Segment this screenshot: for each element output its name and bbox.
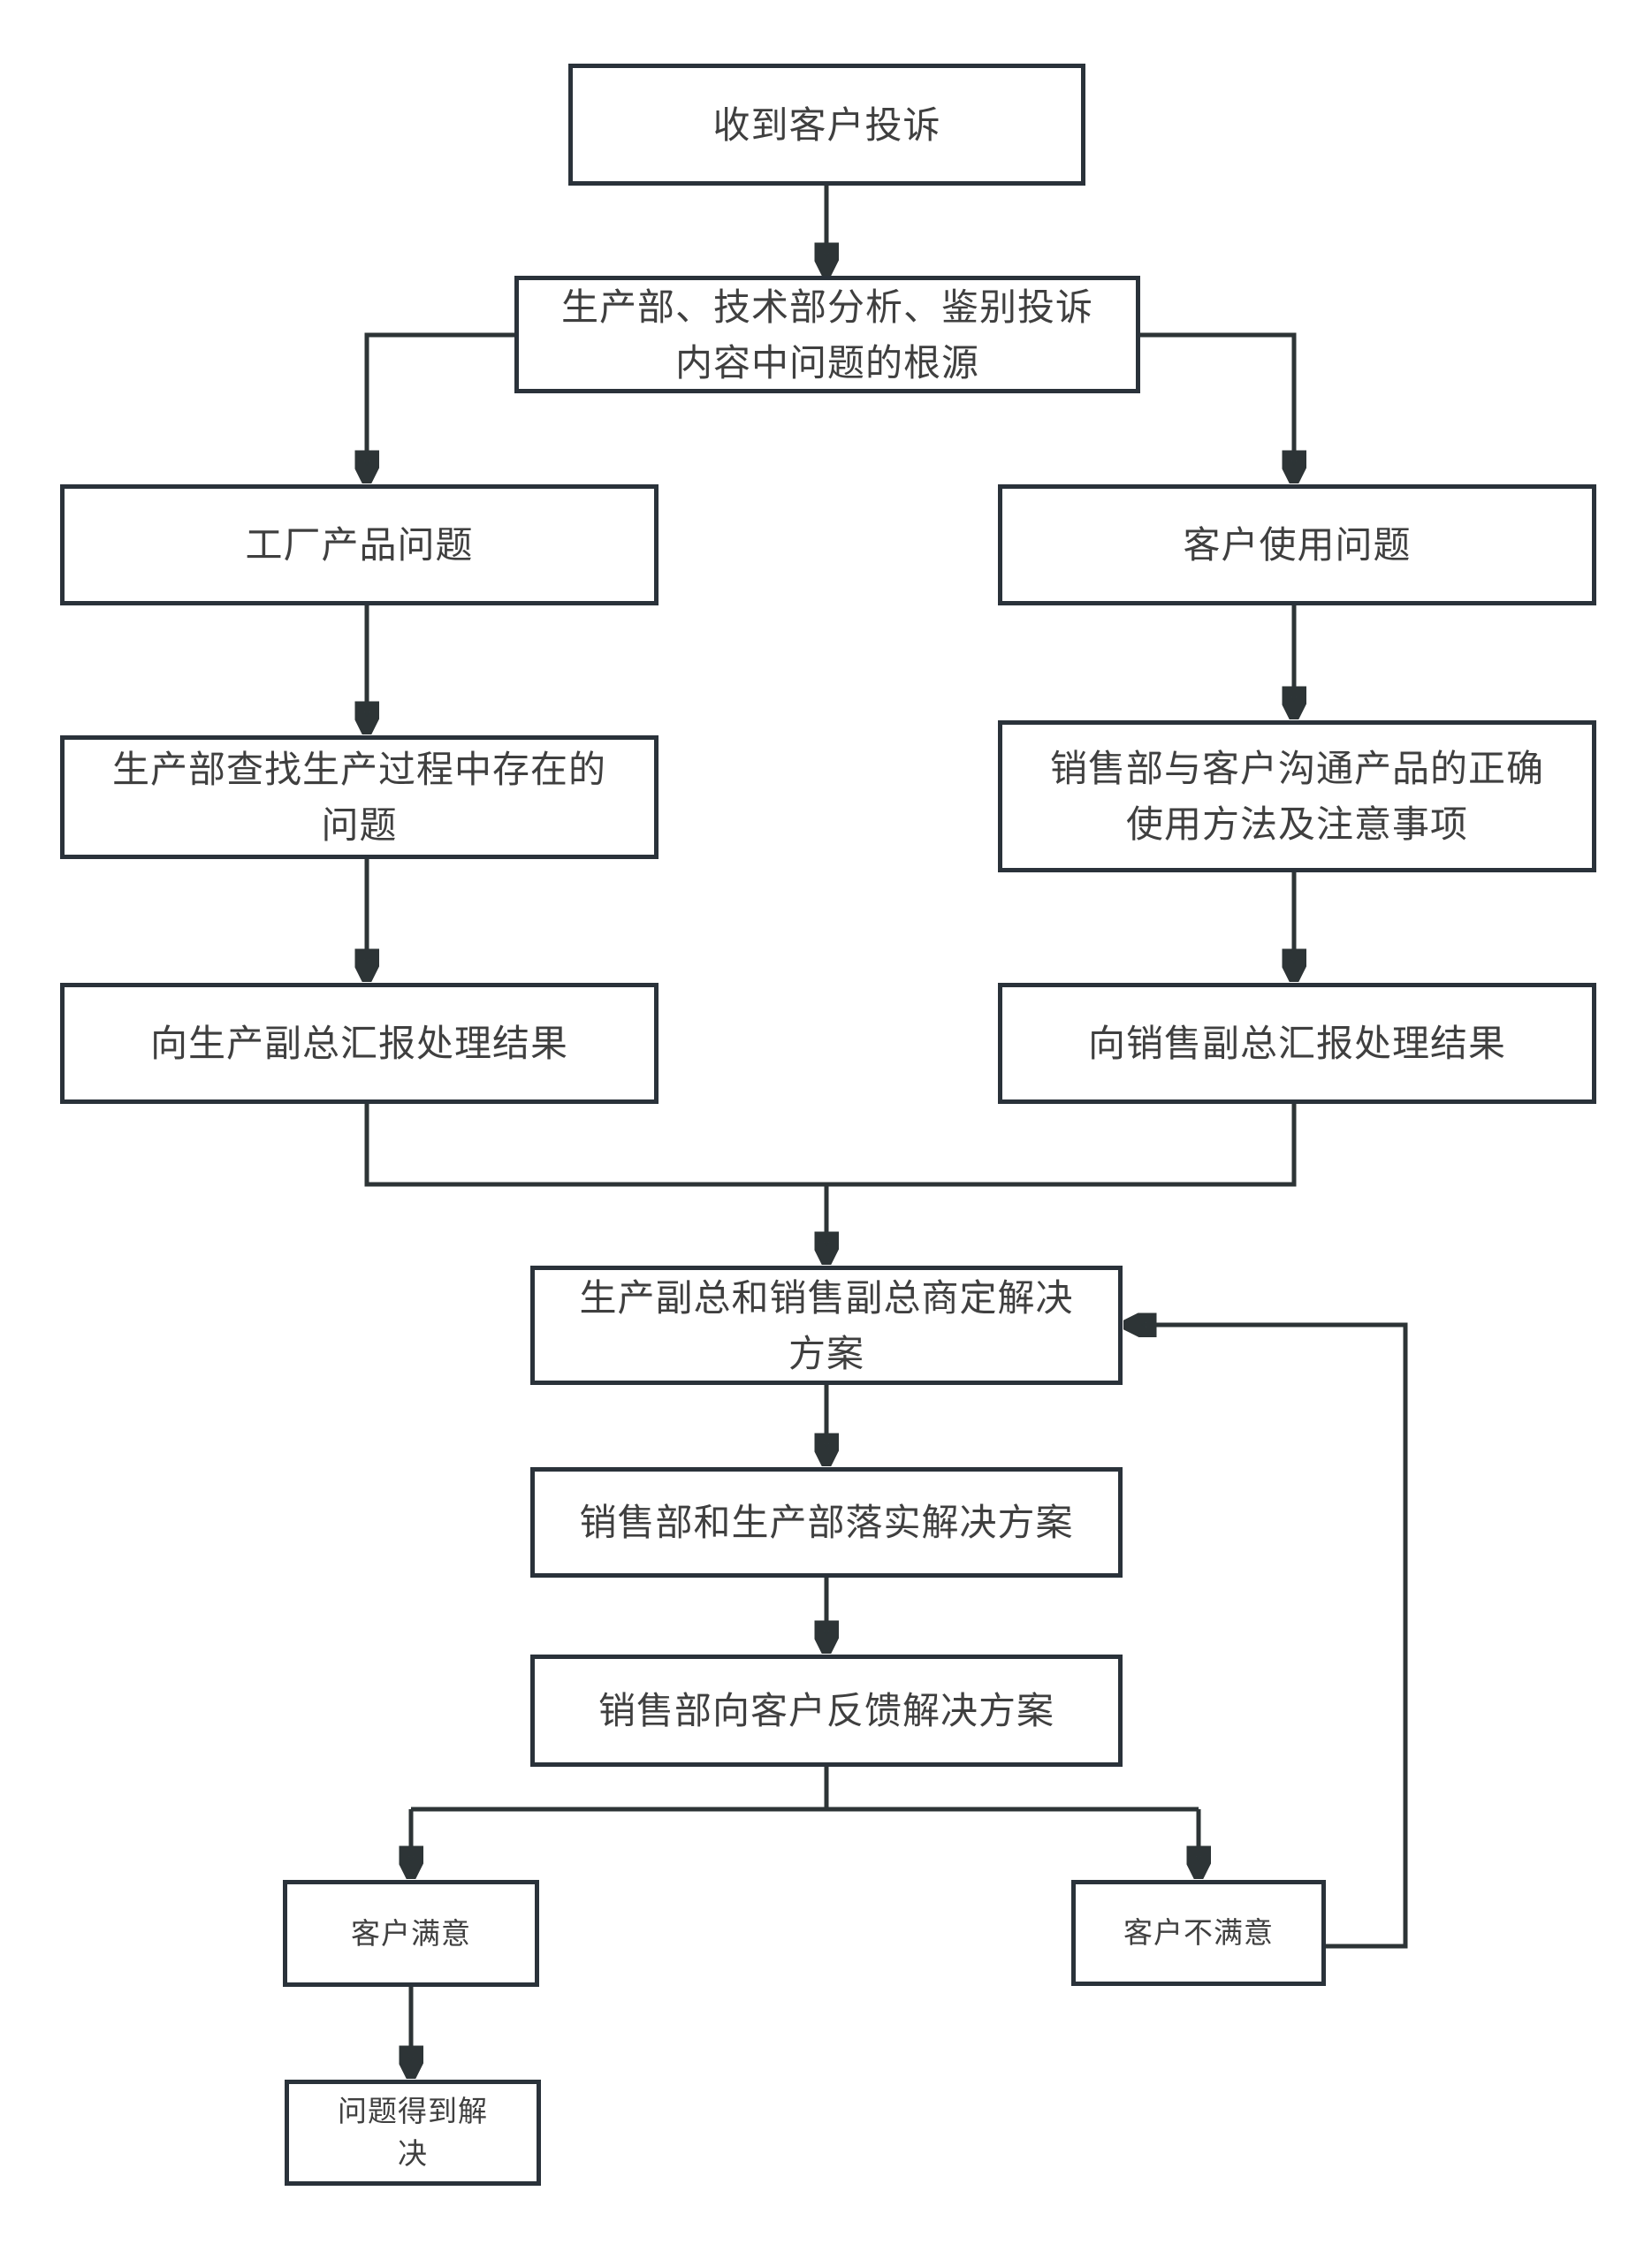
flow-node-communicate: 销售部与客户沟通产品的正确 使用方法及注意事项 <box>998 720 1596 872</box>
flow-node-satisfied-label: 客户满意 <box>351 1916 471 1950</box>
flow-node-communicate-label: 销售部与客户沟通产品的正确 使用方法及注意事项 <box>1049 748 1544 845</box>
flow-node-satisfied: 客户满意 <box>283 1880 539 1987</box>
flow-node-solved: 问题得到解 决 <box>285 2080 541 2186</box>
flow-node-report-prod: 向生产副总汇报处理结果 <box>60 983 659 1104</box>
flow-node-analyze: 生产部、技术部分析、鉴别投诉 内容中问题的根源 <box>514 276 1140 393</box>
flow-node-unsatisfied-label: 客户不满意 <box>1123 1916 1274 1950</box>
flow-node-solved-label: 问题得到解 决 <box>338 2095 488 2170</box>
flow-node-factory-issue-label: 工厂产品问题 <box>245 524 474 566</box>
flow-node-analyze-label: 生产部、技术部分析、鉴别投诉 内容中问题的根源 <box>560 285 1093 384</box>
flow-node-feedback: 销售部向客户反馈解决方案 <box>530 1655 1123 1767</box>
flow-node-decide-label: 生产副总和销售副总商定解决 方案 <box>579 1276 1074 1374</box>
edge-analyze-to-usage-issue <box>1140 332 1294 476</box>
flow-node-find-problem-label: 生产部查找生产过程中存在的 问题 <box>111 749 606 846</box>
flow-node-implement: 销售部和生产部落实解决方案 <box>530 1467 1123 1578</box>
flow-node-unsatisfied: 客户不满意 <box>1071 1880 1326 1986</box>
flow-node-implement-label: 销售部和生产部落实解决方案 <box>579 1502 1074 1543</box>
flow-node-feedback-label: 销售部向客户反馈解决方案 <box>598 1690 1054 1731</box>
edge-reports-merge <box>364 1104 1297 1187</box>
flow-node-usage-issue-label: 客户使用问题 <box>1183 524 1412 566</box>
flow-node-report-prod-label: 向生产副总汇报处理结果 <box>149 1023 568 1064</box>
flow-node-find-problem: 生产部查找生产过程中存在的 问题 <box>60 735 659 859</box>
edge-feedback-branch-rail <box>411 1767 1199 1812</box>
flow-node-factory-issue: 工厂产品问题 <box>60 484 659 605</box>
flow-node-usage-issue: 客户使用问题 <box>998 484 1596 605</box>
flow-node-report-sales: 向销售副总汇报处理结果 <box>998 983 1596 1104</box>
flow-node-receive: 收到客户投诉 <box>568 64 1085 186</box>
flow-node-report-sales-label: 向销售副总汇报处理结果 <box>1087 1023 1506 1064</box>
edge-unsatisfied-loop-to-decide <box>1131 1325 1408 1949</box>
flow-node-decide: 生产副总和销售副总商定解决 方案 <box>530 1266 1123 1385</box>
edge-analyze-to-factory-issue <box>367 332 514 476</box>
flow-node-receive-label: 收到客户投诉 <box>712 103 941 146</box>
